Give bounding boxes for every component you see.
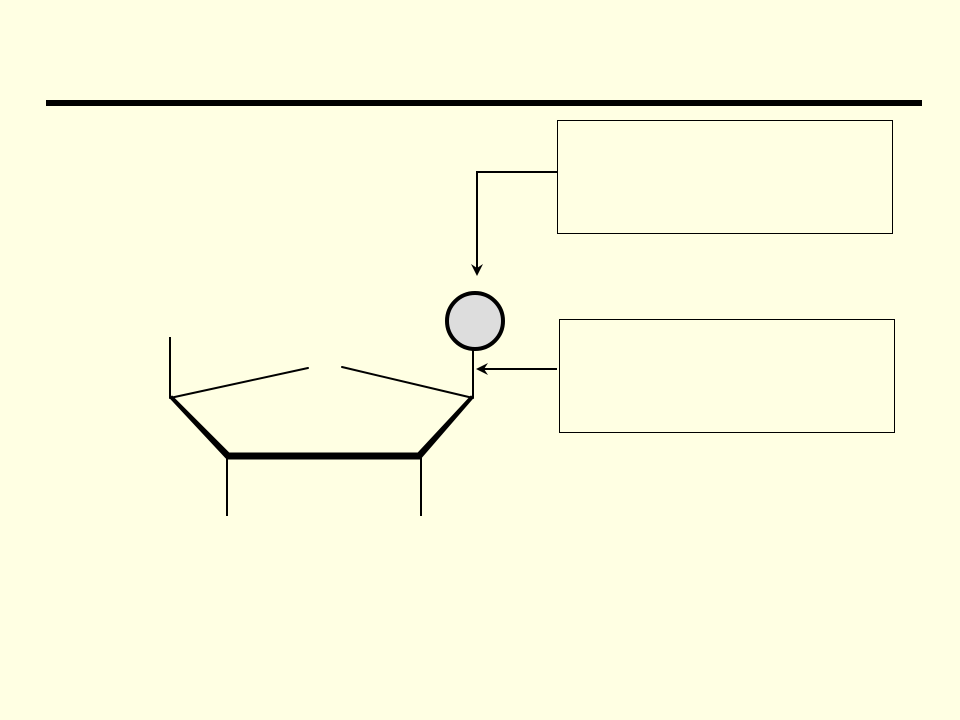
ring-edge-left: [169, 395, 231, 459]
callout-box-top: [557, 120, 893, 234]
title-divider: [46, 100, 922, 106]
ring-edge-right: [416, 395, 474, 459]
substituent-bonds: [169, 337, 474, 516]
ring-edge-top-right: [341, 366, 474, 399]
arrow-top-callout: [471, 171, 557, 276]
pentagon-ring: [169, 366, 474, 460]
substituent-circle: [445, 291, 505, 351]
callout-box-bottom: [559, 319, 895, 433]
ring-edge-top-left: [169, 367, 309, 399]
